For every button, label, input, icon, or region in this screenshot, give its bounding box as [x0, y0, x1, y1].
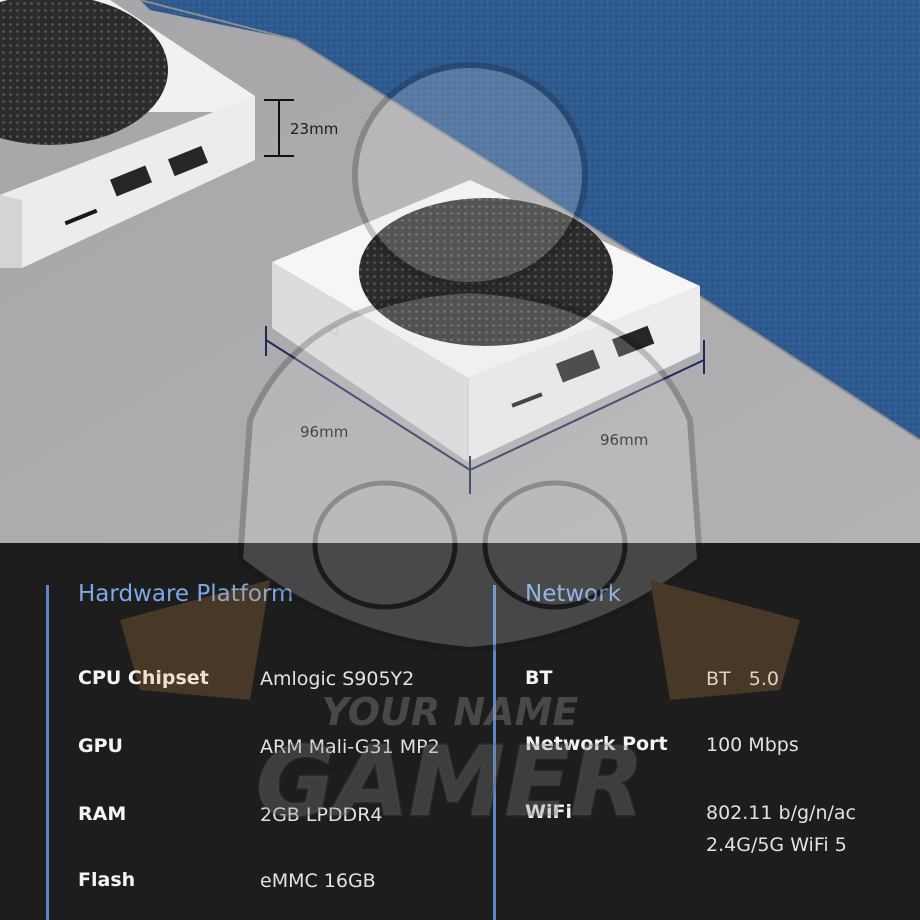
- fabric-edge: [139, 0, 920, 441]
- spec-label-wifi: WiFi: [525, 801, 572, 823]
- device-left: [0, 0, 255, 268]
- spec-label-flash: Flash: [78, 869, 136, 891]
- divider-network: [493, 585, 496, 920]
- height-label: 23mm: [290, 120, 339, 138]
- hardware-heading: Hardware Platform: [78, 581, 294, 607]
- device-main: [272, 180, 700, 462]
- product-photo: [0, 0, 920, 543]
- spec-value-ram: 2GB LPDDR4: [260, 804, 383, 826]
- spec-label-gpu: GPU: [78, 735, 123, 757]
- spec-value-gpu: ARM Mali-G31 MP2: [260, 736, 440, 758]
- spec-label-cpu: CPU Chipset: [78, 667, 209, 689]
- spec-label-network-port: Network Port: [525, 733, 668, 755]
- width-right-label: 96mm: [600, 431, 649, 449]
- width-dimension-right: [469, 340, 705, 471]
- width-dimension-left: [265, 326, 471, 494]
- spec-value-bt: BT 5.0: [706, 668, 779, 690]
- spec-label-bt: BT: [525, 667, 553, 689]
- blue-fabric: [140, 0, 920, 440]
- network-heading: Network: [525, 581, 622, 607]
- height-dimension: [264, 99, 294, 157]
- spec-value-wifi: 802.11 b/g/n/ac 2.4G/5G WiFi 5: [706, 802, 856, 856]
- spec-label-ram: RAM: [78, 803, 127, 825]
- width-left-label: 96mm: [300, 423, 349, 441]
- divider-hardware: [46, 585, 49, 920]
- spec-panel: Hardware Platform Network CPU Chipset Am…: [0, 543, 920, 920]
- spec-value-network-port: 100 Mbps: [706, 734, 799, 756]
- spec-value-cpu: Amlogic S905Y2: [260, 668, 415, 690]
- spec-value-flash: eMMC 16GB: [260, 870, 376, 892]
